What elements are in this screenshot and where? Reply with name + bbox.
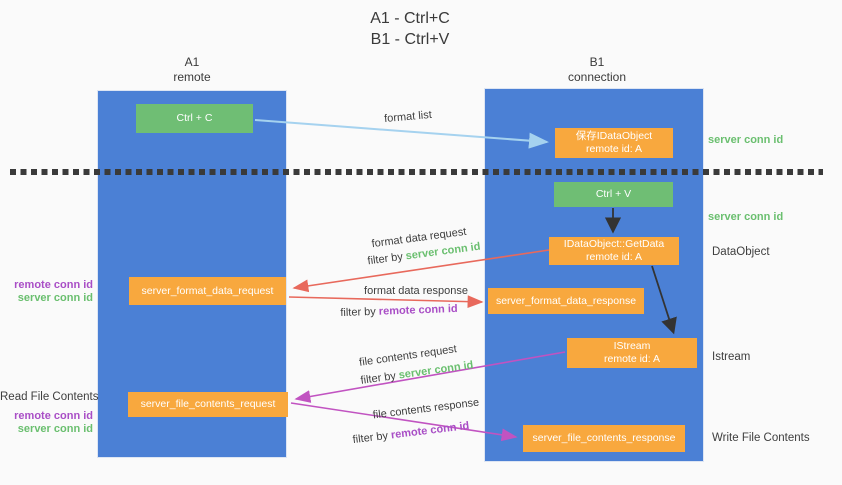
istream-line1: IStream (613, 340, 651, 352)
server-conn-id-text: server conn id (397, 359, 475, 382)
save-idataobject-line1: 保存IDataObject (575, 130, 653, 142)
server-file-contents-request-label: server_file_contents_request (140, 398, 276, 410)
server-file-contents-response-label: server_file_contents_response (532, 432, 676, 444)
filter-by-text: filter by (366, 250, 404, 268)
lifeline-b-name: B1 (589, 55, 605, 69)
server-format-data-response-box: server_format_data_response (488, 288, 644, 314)
ctrl-v-box: Ctrl + V (554, 182, 673, 207)
dataobject-label: DataObject (712, 246, 770, 258)
filter-by-text: filter by (359, 370, 397, 387)
remote-conn-id-text: remote conn id (378, 302, 458, 318)
right-server-conn-id-top: server conn id (708, 134, 784, 146)
remote-conn-id-annotation: remote conn id (14, 279, 93, 291)
filter-by-text: filter by (340, 305, 377, 320)
lifeline-b-role: connection (567, 70, 627, 84)
server-format-data-request-box: server_format_data_request (129, 277, 286, 305)
server-format-data-request-label: server_format_data_request (141, 284, 274, 297)
file-contents-response-label: file contents response (372, 396, 480, 422)
machine-boundary-dotted-line (10, 169, 823, 175)
lifeline-a-role: remote (173, 70, 211, 84)
server-file-contents-request-box: server_file_contents_request (128, 392, 288, 417)
filter-by-text: filter by (352, 429, 389, 447)
ctrl-c-label: Ctrl + C (176, 112, 213, 124)
istream-line2: remote id: A (603, 353, 661, 365)
server-conn-id-annotation: server conn id (17, 292, 93, 304)
server-format-data-response-label: server_format_data_response (495, 294, 637, 307)
istream-label: Istream (712, 351, 751, 363)
save-idataobject-box: 保存IDataObject remote id: A (555, 128, 673, 158)
left-format-conn-ids: remote conn id server conn id (0, 279, 93, 305)
remote-conn-id-annotation: remote conn id (14, 410, 93, 422)
left-file-conn-ids: remote conn id server conn id (0, 410, 93, 436)
server-file-contents-response-box: server_file_contents_response (523, 425, 685, 452)
read-file-contents-label: Read File Contents (0, 391, 99, 403)
diagram-title: A1 - Ctrl+C B1 - Ctrl+V (370, 8, 450, 50)
ctrl-v-label: Ctrl + V (595, 188, 632, 200)
getdata-line2: remote id: A (585, 251, 643, 263)
title-line-2: B1 - Ctrl+V (370, 31, 450, 48)
save-idataobject-line2: remote id: A (585, 143, 643, 155)
server-conn-id-annotation: server conn id (17, 423, 93, 435)
title-line-1: A1 - Ctrl+C (370, 10, 450, 27)
idataobject-getdata-box: IDataObject::GetData remote id: A (549, 237, 679, 265)
format-list-label: format list (383, 108, 433, 126)
right-server-conn-id-mid: server conn id (708, 211, 784, 223)
lifeline-a-name: A1 (184, 55, 200, 69)
getdata-line1: IDataObject::GetData (563, 238, 665, 250)
format-data-response-label: format data response (364, 285, 468, 297)
ctrl-c-box: Ctrl + C (136, 104, 253, 133)
remote-conn-id-text: remote conn id (390, 419, 470, 442)
lifeline-a-header: A1 remote (173, 55, 210, 85)
format-data-response-arrow (288, 295, 484, 309)
lifeline-b-header: B1 connection (568, 55, 626, 85)
write-file-contents-label: Write File Contents (712, 432, 810, 444)
istream-box: IStream remote id: A (567, 338, 697, 368)
